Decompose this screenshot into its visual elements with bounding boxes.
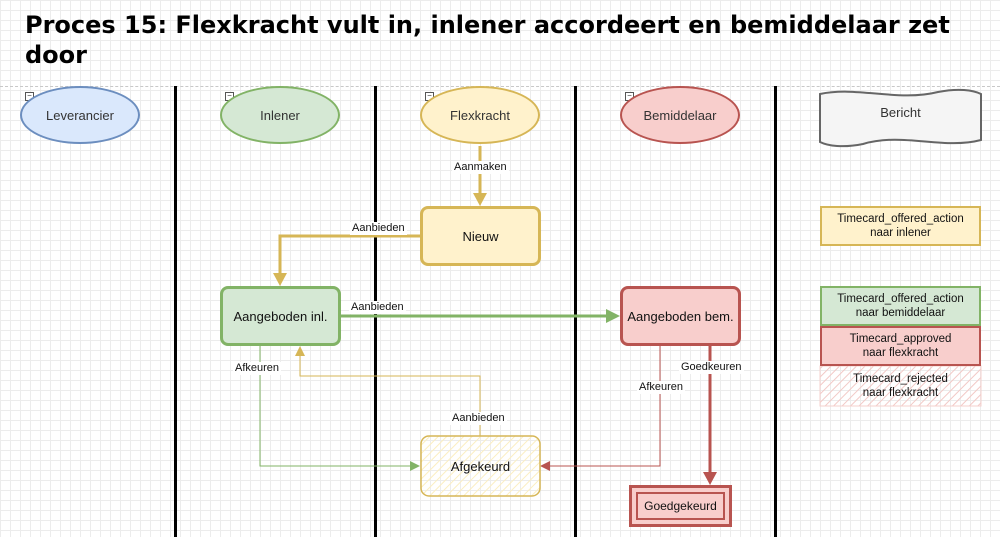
lane-divider-3	[574, 86, 577, 537]
arrowhead	[273, 273, 287, 286]
edge-afkeuren-bemiddelaar[interactable]	[548, 346, 661, 467]
state-aangeboden-inl[interactable]: Aangeboden inl.	[220, 286, 341, 346]
lane-header-bericht[interactable]	[818, 88, 983, 148]
lane-label-inlener: Inlener	[260, 107, 300, 123]
tape-shape	[819, 88, 982, 148]
arrowhead	[540, 461, 550, 471]
state-nieuw[interactable]: Nieuw	[420, 206, 541, 266]
state-label: Aangeboden inl.	[233, 308, 328, 324]
message-rejected-shape	[819, 365, 982, 407]
message-target: naar bemiddelaar	[855, 307, 946, 319]
arrowhead	[410, 461, 420, 471]
state-afgekeurd[interactable]: Afgekeurd	[421, 436, 540, 496]
edge-label-aanbieden: Aanbieden	[350, 222, 407, 235]
edge-aanbieden-nieuw[interactable]	[278, 234, 420, 275]
lane-divider-1	[174, 86, 177, 537]
lane-header-flexkracht[interactable]: Flexkracht	[420, 86, 540, 144]
message-target: naar inlener	[870, 227, 931, 239]
edge-label-aanmaken: Aanmaken	[452, 161, 509, 174]
final-state-inner: Goedgekeurd	[636, 492, 725, 520]
state-label: Goedgekeurd	[644, 499, 717, 513]
lane-header-inlener[interactable]: Inlener	[220, 86, 340, 144]
message-name: Timecard_offered_action	[837, 213, 964, 225]
state-label: Nieuw	[462, 228, 499, 244]
state-label: Aangeboden bem.	[627, 308, 734, 324]
edge-aanbieden-afgekeurd[interactable]	[299, 354, 481, 436]
arrowhead	[703, 472, 717, 485]
lane-header-bemiddelaar[interactable]: Bemiddelaar	[620, 86, 740, 144]
lane-header-leverancier[interactable]: Leverancier	[20, 86, 140, 144]
lane-label-bemiddelaar: Bemiddelaar	[643, 107, 717, 123]
arrowhead	[606, 309, 620, 323]
lane-label-flexkracht: Flexkracht	[450, 107, 510, 123]
message-name: Timecard_rejected	[853, 373, 948, 385]
edge-label-aanbieden: Aanbieden	[349, 301, 406, 314]
edge-afkeuren-inlener[interactable]	[259, 346, 412, 467]
edge-label-aanbieden: Aanbieden	[450, 412, 507, 425]
arrowhead	[295, 346, 305, 356]
page-title: Proces 15: Flexkracht vult in, inlener a…	[25, 11, 950, 69]
arrowhead	[473, 193, 487, 206]
message-name: Timecard_offered_action	[837, 293, 964, 305]
state-goedgekeurd[interactable]: Goedgekeurd	[629, 485, 732, 527]
edge-label-afkeuren: Afkeuren	[637, 381, 686, 394]
message-name: Timecard_approved	[849, 333, 952, 345]
lane-divider-4	[774, 86, 777, 537]
state-afgekeurd-shape	[420, 435, 541, 497]
state-aangeboden-bem[interactable]: Aangeboden bem.	[620, 286, 741, 346]
state-label: Afgekeurd	[450, 458, 511, 474]
edge-label-afkeuren: Afkeuren	[233, 362, 282, 375]
title-divider	[0, 86, 1000, 87]
message-target: naar flexkracht	[862, 347, 939, 359]
lane-label-bericht: Bericht	[880, 105, 921, 120]
edge-label-goedkeuren: Goedkeuren	[679, 361, 744, 374]
lane-label-leverancier: Leverancier	[46, 107, 114, 123]
message-target: naar flexkracht	[862, 387, 939, 399]
